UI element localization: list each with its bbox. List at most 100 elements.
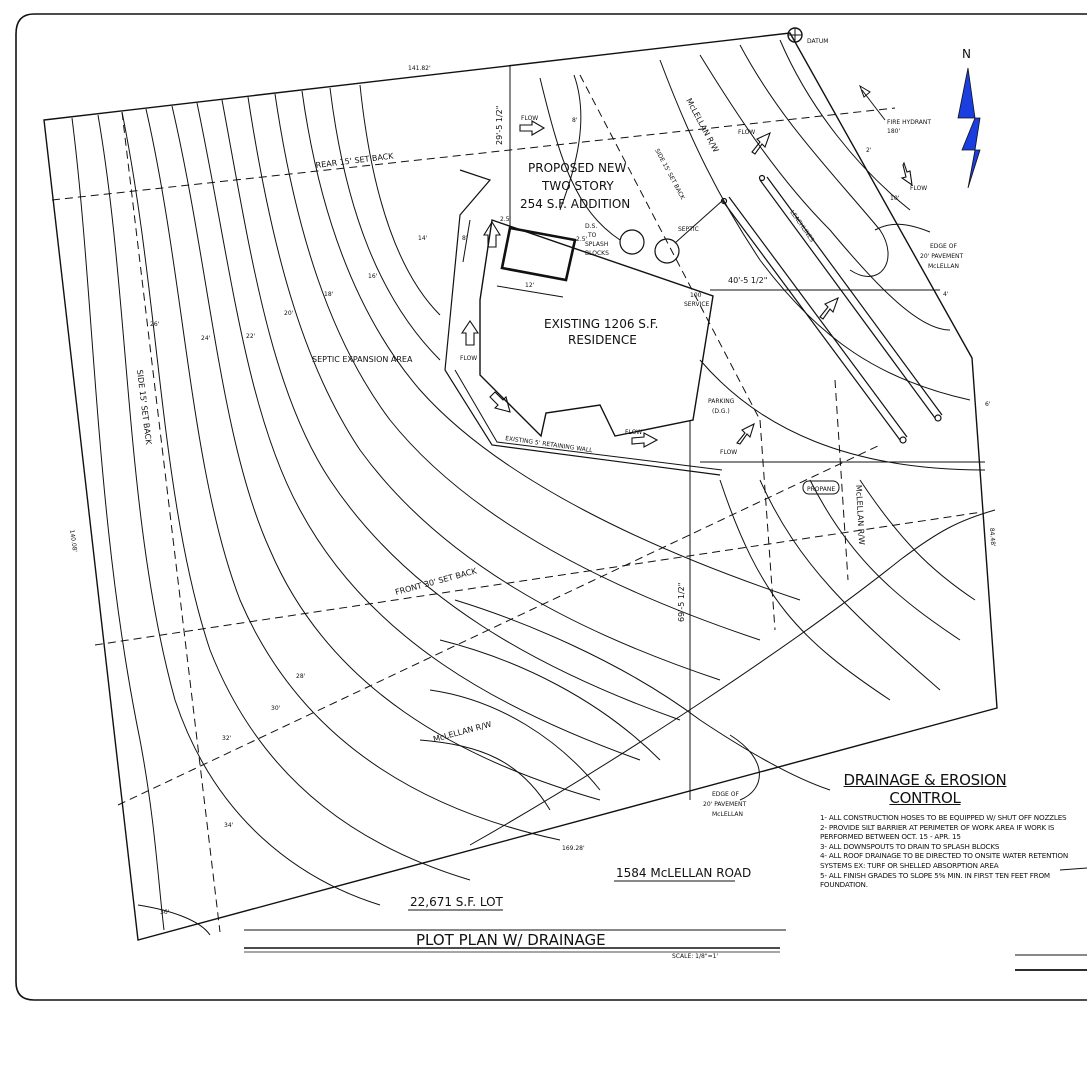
svg-text:30': 30' [271, 705, 281, 712]
note-item: 1- ALL CONSTRUCTION HOSES TO BE EQUIPPED… [820, 813, 1067, 822]
flow-arrow-icon [489, 391, 511, 413]
edge-pavement-bottom-label: EDGE OF 20' PAVEMENT McLELLAN [703, 791, 746, 818]
existing-residence-label: EXISTING 1206 S.F. RESIDENCE [544, 317, 659, 347]
svg-text:100: 100 [690, 292, 702, 299]
dim-add-w: 12' [525, 282, 535, 289]
flow-arrow-icon [736, 422, 755, 445]
svg-text:16': 16' [368, 273, 378, 280]
fire-hydrant-arrow-icon [859, 84, 871, 98]
svg-text:RESIDENCE: RESIDENCE [568, 333, 637, 347]
svg-text:FIRE HYDRANT: FIRE HYDRANT [887, 119, 931, 126]
fire-hydrant-label: FIRE HYDRANT 180' [887, 119, 931, 135]
flow-arrow-icon [460, 320, 480, 346]
rw-bottom-label: McLELLAN R/W [432, 720, 492, 744]
dim-bottom: 169.28' [562, 845, 585, 852]
svg-text:D.S.: D.S. [585, 223, 597, 230]
note-item: 3- ALL DOWNSPOUTS TO DRAIN TO SPLASH BLO… [820, 841, 1000, 851]
svg-text:22': 22' [246, 333, 256, 340]
scale-label: SCALE: 1/8"=1' [672, 953, 718, 960]
rw-right-label: McLELLAN R/W [854, 485, 866, 546]
septic-expansion-label: SEPTIC EXPANSION AREA [312, 355, 413, 364]
propane-tank [802, 480, 840, 495]
flow-label: FLOW [738, 129, 755, 136]
svg-text:EXISTING 1206 S.F.: EXISTING 1206 S.F. [544, 317, 659, 331]
flow-arrow-icon [631, 432, 659, 448]
address-label: 1584 McLELLAN ROAD [616, 866, 751, 880]
sheet-title: PLOT PLAN W/ DRAINAGE [416, 931, 606, 949]
dimension-lines [462, 65, 940, 800]
lot-area-label: 22,671 S.F. LOT [410, 895, 504, 909]
dim-69: 69'-5 1/2" [677, 583, 686, 622]
svg-text:34': 34' [224, 822, 234, 829]
existing-residence-outline [479, 219, 714, 438]
svg-text:254 S.F. ADDITION: 254 S.F. ADDITION [520, 197, 630, 211]
dim-top: 141.82' [408, 65, 431, 72]
svg-text:6': 6' [985, 401, 991, 408]
svg-text:4': 4' [943, 291, 949, 298]
flow-label: FLOW [910, 185, 927, 192]
flow-arrow-icon [819, 296, 839, 320]
proposed-addition-label: PROPOSED NEW TWO STORY 254 S.F. ADDITION [520, 161, 630, 211]
svg-text:36': 36' [160, 909, 170, 916]
svg-text:BLOCKS: BLOCKS [585, 250, 609, 257]
dim-add-25a: 2.5' [500, 216, 512, 223]
svg-text:20' PAVEMENT: 20' PAVEMENT [920, 253, 963, 260]
svg-text:EDGE OF: EDGE OF [712, 791, 739, 798]
flow-label: FLOW [720, 449, 737, 456]
svg-text:18': 18' [324, 291, 334, 298]
side-setback-top-label: SIDE 15' SET BACK [653, 148, 686, 202]
retaining-wall [444, 169, 721, 476]
dim-add-25b: 2.5' [576, 236, 588, 243]
leachlines [720, 174, 943, 444]
note-item: 5- ALL FINISH GRADES TO SLOPE 5% MIN. IN… [820, 870, 1050, 890]
svg-text:(D.G.): (D.G.) [712, 408, 730, 415]
svg-text:2': 2' [866, 147, 872, 154]
setback-lines [51, 74, 983, 933]
note-item: 4- ALL ROOF DRAINAGE TO BE DIRECTED TO O… [820, 851, 1069, 870]
svg-text:PROPOSED NEW: PROPOSED NEW [528, 161, 627, 175]
service-label: 100 SERVICE [684, 292, 710, 308]
datum-label: DATUM [807, 38, 828, 45]
flow-label: FLOW [521, 115, 538, 122]
proposed-addition-outline [500, 226, 577, 282]
svg-text:28': 28' [296, 673, 306, 680]
parking-label: PARKING (D.G.) [708, 398, 735, 415]
svg-text:10': 10' [890, 195, 900, 202]
note-item: 2- PROVIDE SILT BARRIER AT PERIMETER OF … [820, 822, 1055, 842]
rw-top-label: McLELLAN R/W [684, 97, 720, 154]
dim-40: 40'-5 1/2" [728, 276, 767, 285]
edge-pavement-right-label: EDGE OF 20' PAVEMENT McLELLAN [920, 243, 963, 270]
contour-lines [71, 39, 976, 936]
svg-text:SPLASH: SPLASH [585, 241, 608, 248]
ds-splash-label: D.S. TO SPLASH BLOCKS [585, 223, 609, 257]
flow-arrow-icon [519, 120, 546, 136]
svg-text:20' PAVEMENT: 20' PAVEMENT [703, 801, 746, 808]
svg-text:McLELLAN: McLELLAN [928, 263, 959, 270]
dim-left: 140.08' [68, 529, 78, 553]
sheet-border [15, 13, 1087, 1001]
pavement-edge [469, 359, 996, 846]
flow-arrow-icon [483, 220, 501, 248]
drainage-notes: DRAINAGE & EROSION CONTROL 1- ALL CONSTR… [820, 771, 1080, 890]
septic-label: SEPTIC [678, 226, 699, 233]
svg-text:McLELLAN: McLELLAN [712, 811, 743, 818]
flow-arrow-icon [900, 161, 913, 187]
side-setback-left-label: SIDE 15' SET BACK [135, 369, 153, 446]
svg-text:EDGE OF: EDGE OF [930, 243, 957, 250]
septic-tank-a [619, 229, 645, 255]
svg-text:8': 8' [572, 117, 578, 124]
svg-text:TO: TO [587, 232, 597, 239]
svg-text:TWO STORY: TWO STORY [541, 179, 614, 193]
svg-text:PARKING: PARKING [708, 398, 735, 405]
svg-text:PROPANE: PROPANE [807, 486, 835, 493]
septic-tank-b [654, 238, 680, 264]
front-setback-label: FRONT 30' SET BACK [394, 566, 478, 597]
leachlines-label: LEACHLINES [788, 209, 815, 244]
svg-text:32': 32' [222, 735, 232, 742]
flow-arrow-icon [751, 131, 771, 155]
dim-29: 29'-5 1/2" [495, 106, 504, 145]
svg-text:26': 26' [150, 321, 160, 328]
dim-right: 84.48' [988, 528, 996, 548]
svg-text:14': 14' [418, 235, 428, 242]
